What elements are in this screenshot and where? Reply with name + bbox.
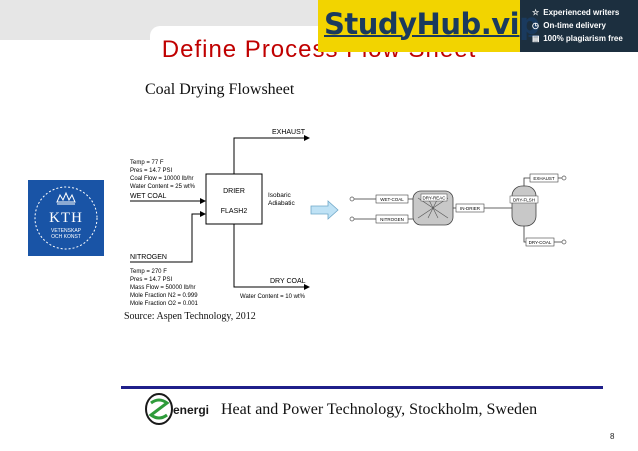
isobaric-label: Isobaric bbox=[268, 192, 292, 199]
wet-coal-port-icon bbox=[349, 196, 355, 202]
dry-coal-label: DRY COAL bbox=[270, 278, 306, 285]
energi-logo-text: energi bbox=[173, 403, 209, 417]
dry-flsh-text: DRY-FLSH bbox=[513, 198, 535, 203]
aspen-in-drier-tag bbox=[455, 203, 485, 213]
nitrogen-flow: Mass Flow = 50000 lb/hr bbox=[130, 285, 196, 291]
studyhub-features: ☆ Experienced writers ◷ On-time delivery… bbox=[532, 6, 636, 45]
dry-coal-port-icon bbox=[561, 239, 567, 245]
wet-coal-label: WET COAL bbox=[130, 193, 167, 200]
adiabatic-label: Adiabatic bbox=[268, 200, 295, 207]
wet-coal-flow: Coal Flow = 10000 lb/hr bbox=[130, 176, 194, 182]
aspen-dry-coal-text: DRY-COAL bbox=[529, 240, 552, 245]
star-icon: ☆ bbox=[532, 8, 540, 17]
aspen-wet-coal-text: WET-COAL bbox=[380, 197, 404, 202]
studyhub-logo-box bbox=[318, 0, 520, 52]
kth-logo-main: KTH bbox=[49, 210, 83, 226]
footer-text: Heat and Power Technology, Stockholm, Sw… bbox=[221, 401, 538, 418]
nitrogen-o2: Mole Fraction O2 = 0.001 bbox=[130, 301, 199, 307]
document-icon: ▤ bbox=[532, 34, 540, 43]
dry-flsh-tag bbox=[509, 195, 539, 204]
kth-logo: KTH VETENSKAP OCH KONST bbox=[28, 180, 104, 256]
energi-logo-swoosh-icon bbox=[148, 398, 170, 420]
source-citation: Source: Aspen Technology, 2012 bbox=[124, 311, 256, 322]
dry-reac-tag bbox=[420, 193, 448, 202]
feature-delivery: ◷ On-time delivery bbox=[532, 21, 606, 30]
exhaust-arrowhead bbox=[304, 135, 310, 141]
nitrogen-stream bbox=[130, 213, 200, 263]
drier-block bbox=[205, 173, 263, 225]
slide-subtitle: Coal Drying Flowsheet bbox=[145, 81, 295, 98]
wet-coal-arrowhead bbox=[200, 198, 206, 204]
dry-reac-text: DRY-REAC bbox=[422, 196, 446, 201]
clock-icon: ◷ bbox=[532, 21, 539, 30]
aspen-in-drier-text: IN-DRIER bbox=[460, 206, 481, 211]
page-number: 8 bbox=[610, 432, 615, 441]
exhaust-port-icon bbox=[561, 175, 567, 181]
nitrogen-pres: Pres = 14.7 PSI bbox=[130, 277, 173, 283]
aspen-wet-coal-tag bbox=[375, 194, 409, 204]
dry-reac-packing-icon bbox=[417, 197, 449, 219]
aspen-nitrogen-text: NITROGEN bbox=[380, 217, 404, 222]
footer-divider bbox=[121, 386, 603, 389]
feature-writers: ☆ Experienced writers bbox=[532, 8, 620, 17]
nitrogen-port-icon bbox=[349, 216, 355, 222]
aspen-dry-coal-tag bbox=[525, 237, 555, 247]
wet-coal-pres: Pres = 14.7 PSI bbox=[130, 168, 173, 174]
flash2-label: FLASH2 bbox=[221, 208, 248, 215]
dry-coal-stream bbox=[233, 224, 304, 288]
drier-label: DRIER bbox=[223, 188, 245, 195]
nitrogen-arrowhead bbox=[200, 211, 206, 217]
exhaust-label: EXHAUST bbox=[272, 129, 306, 136]
dry-coal-water: Water Content = 10 wt% bbox=[240, 294, 306, 300]
wet-coal-temp: Temp = 77 F bbox=[130, 160, 164, 166]
dry-coal-arrowhead bbox=[304, 284, 310, 290]
aspen-exhaust-tag bbox=[529, 173, 559, 183]
aspen-exhaust-text: EXHAUST bbox=[533, 176, 555, 181]
kth-crown-icon bbox=[34, 186, 98, 250]
feature-plagiarism: ▤ 100% plagiarism free bbox=[532, 34, 623, 43]
aspen-nitrogen-tag bbox=[375, 214, 409, 224]
wet-coal-water: Water Content = 25 wt% bbox=[130, 184, 196, 190]
exhaust-stream bbox=[233, 137, 304, 174]
nitrogen-n2: Mole Fraction N2 = 0.999 bbox=[130, 293, 198, 299]
kth-logo-motto: VETENSKAP OCH KONST bbox=[50, 228, 81, 240]
energi-logo: energi bbox=[145, 393, 209, 425]
transition-arrow-icon bbox=[310, 200, 339, 220]
studyhub-logo-text: StudyHub.vip bbox=[324, 7, 540, 41]
dry-flsh-vessel bbox=[511, 185, 537, 227]
nitrogen-temp: Temp = 270 F bbox=[130, 269, 167, 275]
nitrogen-label: NITROGEN bbox=[130, 254, 167, 261]
